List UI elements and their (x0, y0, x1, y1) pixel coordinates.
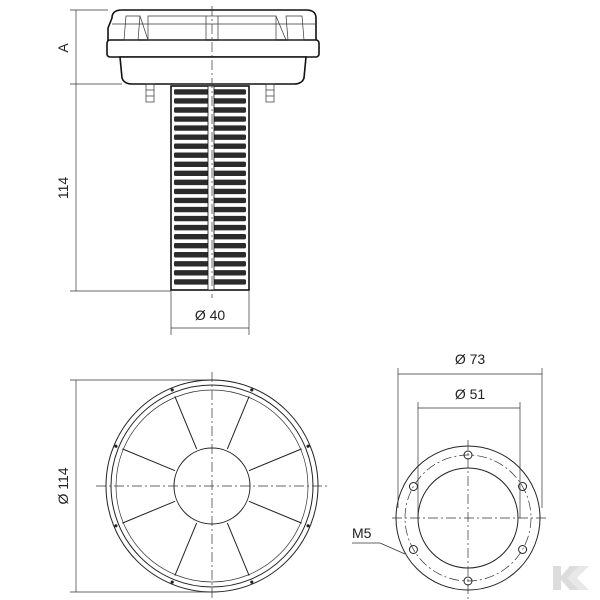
dim-bolt-circle-label: Ø 73 (455, 351, 486, 367)
cap-rim-tab (250, 580, 254, 584)
cap-rim-tab (306, 524, 310, 528)
cap-rim-tab (114, 444, 118, 448)
bolt-hole (518, 545, 528, 554)
dim-inner-bore-label: Ø 51 (455, 386, 486, 402)
cap-spoke (248, 500, 302, 524)
cap-spoke (226, 522, 250, 576)
mounting-studs (145, 83, 275, 103)
cap-rim-tab (170, 580, 174, 584)
flange-view: Ø 73 Ø 51 M5 (352, 351, 546, 600)
bolt-hole (518, 482, 528, 491)
dim-inner-bore: Ø 51 (417, 386, 521, 518)
side-view: A 114 Ø 40 (55, 6, 320, 335)
dim-bolt-circle: Ø 73 (397, 351, 543, 508)
dim-filter-length-label: 114 (55, 177, 71, 200)
dim-thread: M5 (352, 525, 406, 555)
cap-rim-tab (114, 524, 118, 528)
cap-spoke (122, 448, 176, 472)
cap-rim-tab (250, 388, 254, 392)
dim-cap-height-label: A (55, 43, 71, 53)
cap-spokes (114, 388, 310, 584)
dim-filter-diameter: Ø 40 (170, 290, 250, 335)
cap-rim-tab (306, 444, 310, 448)
cap-spoke (174, 396, 198, 450)
top-view: Ø 114 (55, 372, 328, 600)
dim-filter-diameter-label: Ø 40 (195, 307, 226, 323)
cap-spoke (174, 522, 198, 576)
filter-center-strip (207, 85, 215, 291)
dim-thread-label: M5 (352, 525, 372, 541)
bolt-holes (408, 450, 528, 586)
dim-filter-length: 114 (55, 84, 171, 292)
cap-spoke (226, 396, 250, 450)
bolt-hole (408, 482, 418, 491)
dim-cap-diameter: Ø 114 (55, 379, 212, 593)
dim-cap-diameter-label: Ø 114 (55, 467, 71, 504)
cap-spoke (248, 448, 302, 472)
k-logo-watermark (553, 566, 589, 590)
filter-body (170, 85, 250, 291)
cap-housing (106, 9, 320, 85)
dim-cap-height: A (55, 9, 122, 85)
cap-spoke (122, 500, 176, 524)
bolt-hole (408, 545, 418, 554)
cap-rim-tab (170, 388, 174, 392)
